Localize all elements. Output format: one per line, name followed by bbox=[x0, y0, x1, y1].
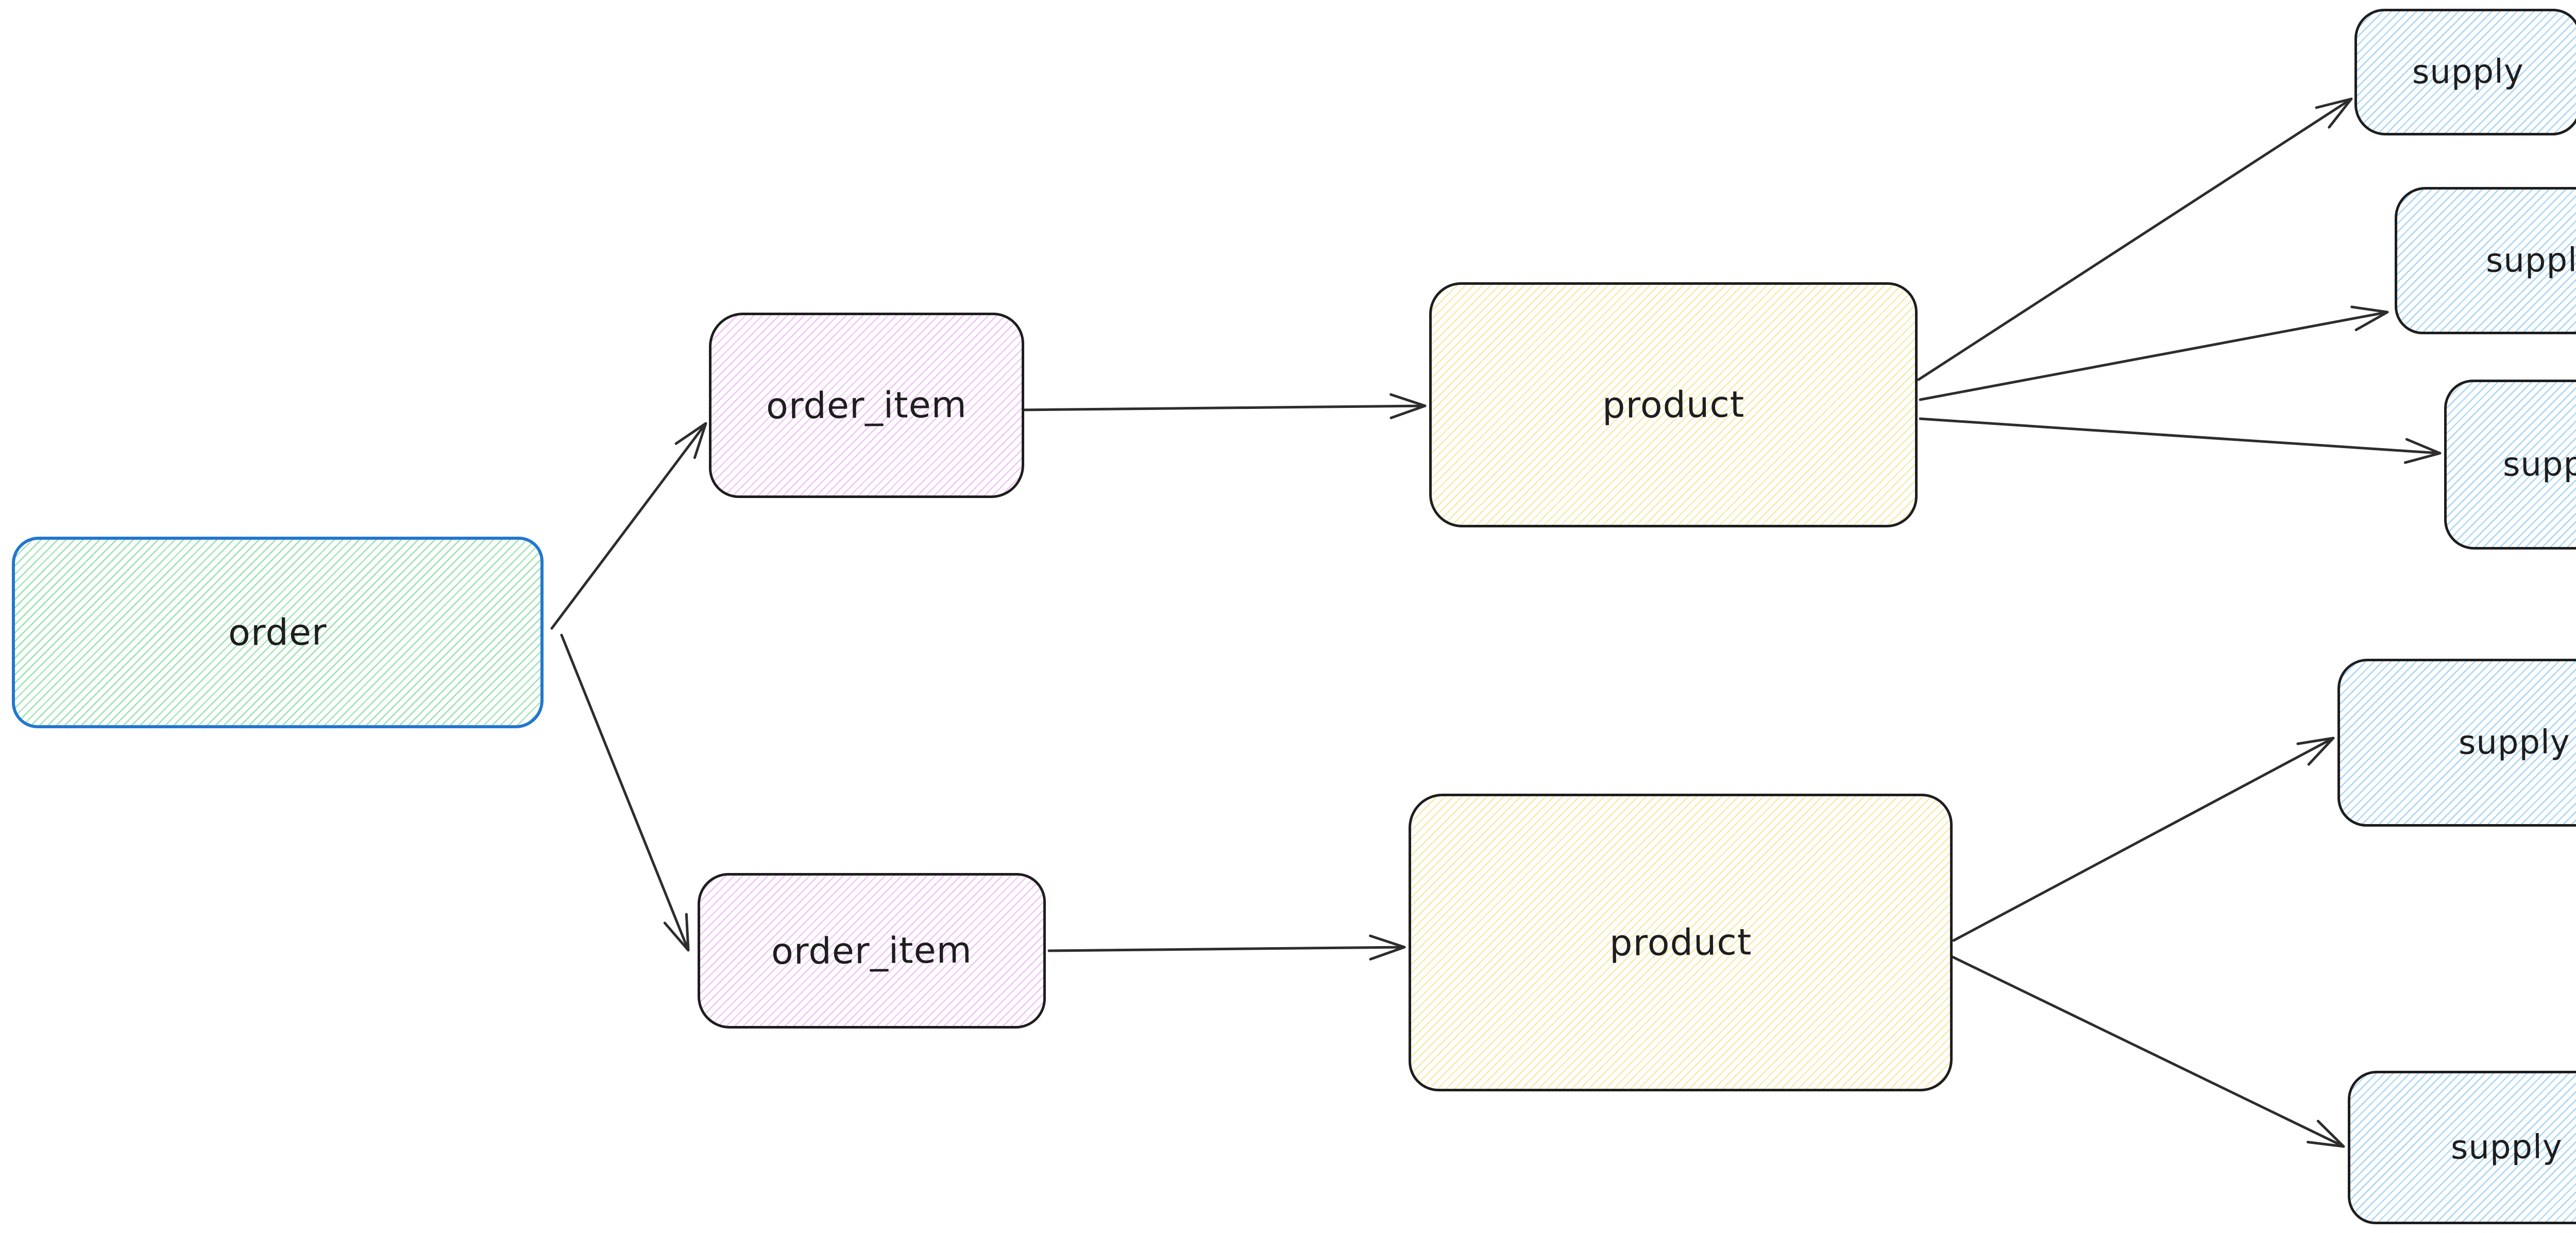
node-order-item-top[interactable]: order_item bbox=[709, 313, 1024, 498]
node-supply-5[interactable]: supply bbox=[2348, 1071, 2576, 1224]
edge-order-to-order-item-top[interactable] bbox=[550, 422, 707, 630]
node-order-item-bottom-label: order_item bbox=[771, 929, 973, 973]
node-supply-4-label: supply bbox=[2458, 723, 2571, 762]
edge-product-top-to-supply-1[interactable] bbox=[1917, 97, 2353, 381]
node-product-top[interactable]: product bbox=[1429, 282, 1918, 527]
node-supply-3-label: supply bbox=[2502, 445, 2576, 484]
edge-order-to-order-item-bottom[interactable] bbox=[560, 633, 690, 952]
edge-product-bottom-to-supply-5[interactable] bbox=[1951, 955, 2345, 1148]
node-supply-2[interactable]: supply bbox=[2395, 187, 2576, 334]
node-order-item-bottom[interactable]: order_item bbox=[698, 873, 1046, 1029]
node-order[interactable]: order bbox=[12, 537, 544, 728]
node-order-label: order bbox=[228, 611, 328, 654]
node-order-item-top-label: order_item bbox=[766, 383, 968, 427]
node-supply-1-label: supply bbox=[2412, 53, 2524, 92]
node-product-top-label: product bbox=[1602, 383, 1745, 426]
edge-product-top-to-supply-3[interactable] bbox=[1919, 417, 2442, 464]
edge-product-bottom-to-supply-4[interactable] bbox=[1952, 737, 2335, 942]
node-supply-3[interactable]: supply bbox=[2444, 380, 2576, 550]
node-supply-1[interactable]: supply bbox=[2354, 9, 2576, 135]
edge-order-item-top-to-product-top[interactable] bbox=[1016, 393, 1427, 419]
node-product-bottom-label: product bbox=[1609, 921, 1752, 964]
edge-product-top-to-supply-2[interactable] bbox=[1919, 305, 2389, 401]
node-product-bottom[interactable]: product bbox=[1409, 794, 1953, 1091]
edge-order-item-bottom-to-product-bottom[interactable] bbox=[1047, 934, 1406, 961]
node-supply-5-label: supply bbox=[2450, 1128, 2563, 1167]
node-supply-4[interactable]: supply bbox=[2337, 659, 2576, 827]
node-supply-2-label: supply bbox=[2485, 241, 2576, 280]
